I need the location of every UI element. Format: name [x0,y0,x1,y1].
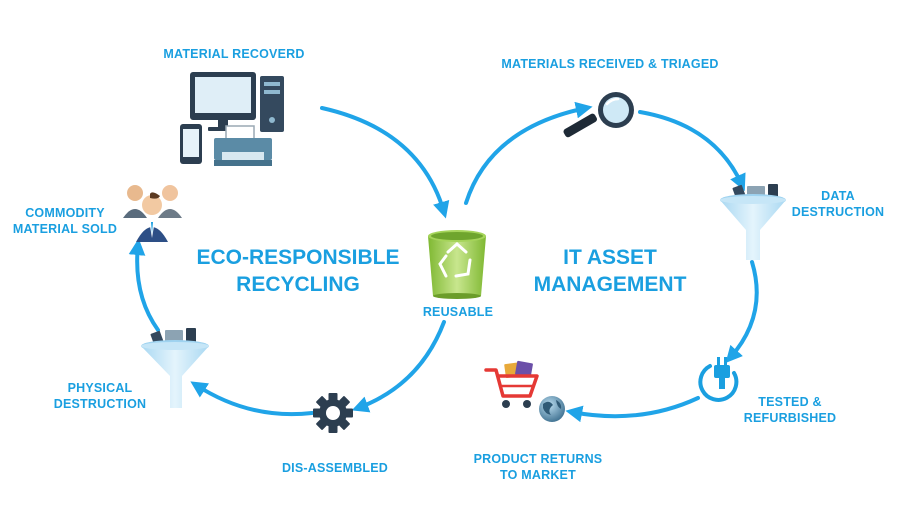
funnel-icon [720,184,786,260]
stage-commodity-material-sold: COMMODITY MATERIAL SOLD [13,205,117,237]
stage-dis-assembled: DIS-ASSEMBLED [282,460,388,476]
arrow-physical-to-commodity [128,238,160,332]
arrow-triaged-to-data-destruction [638,110,746,192]
itam-title-line-2: MANAGEMENT [533,273,687,296]
stage-materials-received-triaged: MATERIALS RECEIVED & TRIAGED [501,56,718,72]
stage-label: COMMODITY [25,206,105,220]
gear-icon [313,393,353,433]
stage-label: TO MARKET [500,468,576,482]
arrow-reusable-to-disassembled [351,320,446,413]
it-asset-management-title: IT ASSET MANAGEMENT [534,244,687,298]
power-plug-icon [698,357,739,402]
right-cycle-arrows [464,101,759,423]
arrow-disassembled-to-physical [190,381,314,417]
arrow-material-to-reusable [320,106,450,219]
eco-responsible-recycling-title: ECO-RESPONSIBLE RECYCLING [196,244,399,298]
arrow-reusable-to-materials-received [464,101,593,205]
magnifying-glass-icon [563,92,634,138]
stage-label: REUSABLE [422,305,494,319]
stage-label: MATERIAL RECOVERD [163,47,305,61]
stage-label: REFURBISHED [743,411,837,425]
stage-data-destruction: DATA DESTRUCTION [792,188,884,220]
eco-title-line-1: ECO-RESPONSIBLE [196,246,400,269]
stage-label: MATERIALS RECEIVED & TRIAGED [501,57,719,71]
stage-label: DESTRUCTION [53,397,147,411]
stage-label: DIS-ASSEMBLED [281,461,389,475]
arrow-data-destruction-to-tested [725,260,759,364]
eco-title-line-2: RECYCLING [236,273,360,296]
left-cycle-arrows [128,106,450,417]
stage-label: MATERIAL SOLD [12,222,118,236]
business-people-icon [123,185,182,242]
itam-title-line-1: IT ASSET [563,246,657,269]
stage-physical-destruction: PHYSICAL DESTRUCTION [54,380,146,412]
stage-label: TESTED & [758,395,822,409]
stage-reusable: REUSABLE [423,304,493,320]
funnel-icon [141,328,209,408]
stage-label: PRODUCT RETURNS [473,452,603,466]
computer-equipment-icon [180,72,284,166]
recycle-bin-icon [428,230,486,299]
shopping-cart-globe-icon [484,360,565,422]
stage-product-returns-to-market: PRODUCT RETURNS TO MARKET [474,451,603,483]
stage-tested-refurbished: TESTED & REFURBISHED [744,394,836,426]
stage-material-recovered: MATERIAL RECOVERD [163,46,304,62]
arrow-tested-to-product-returns [565,396,700,423]
stage-label: DATA [821,189,855,203]
stage-label: DESTRUCTION [791,205,885,219]
stage-label: PHYSICAL [67,381,133,395]
